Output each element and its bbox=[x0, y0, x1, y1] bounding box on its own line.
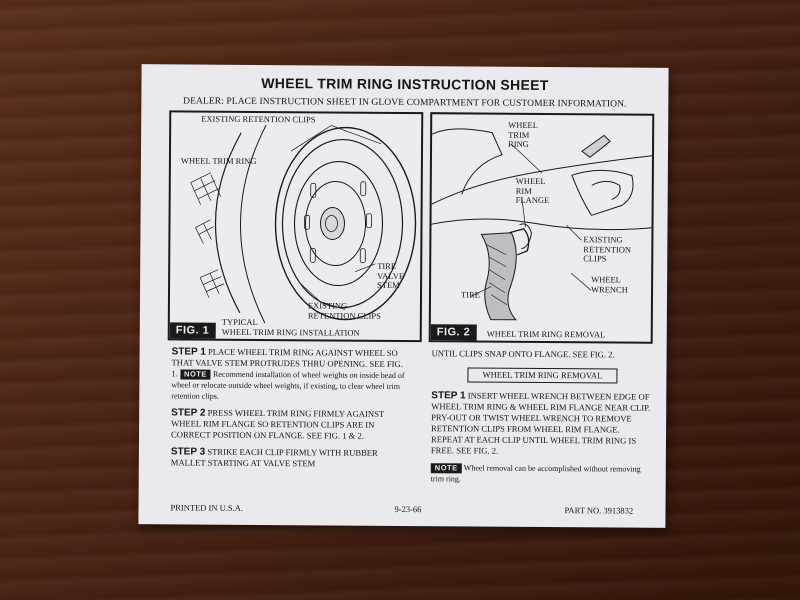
trim-ring-removal-illustration bbox=[431, 128, 653, 321]
figure-1-caption: TYPICAL WHEEL TRIM RING INSTALLATION bbox=[222, 317, 360, 338]
installation-steps: STEP 1 PLACE WHEEL TRIM RING AGAINST WHE… bbox=[171, 346, 407, 476]
label-wheel-trim-ring: WHEEL TRIM RING bbox=[180, 155, 257, 166]
install-step-2-label: STEP 2 bbox=[171, 407, 206, 419]
label-wheel-trim-ring-fig2: WHEEL TRIM RING bbox=[508, 119, 538, 149]
footer-part-number: PART NO. 3913832 bbox=[564, 505, 634, 516]
install-step-3-continued: UNTIL CLIPS SNAP ONTO FLANGE. SEE FIG. 2… bbox=[431, 348, 615, 360]
figure-2-tag: FIG. 2 bbox=[430, 324, 477, 341]
removal-step-1-label: STEP 1 bbox=[431, 390, 466, 402]
removal-note-badge: NOTE bbox=[430, 463, 462, 474]
install-step-3-label: STEP 3 bbox=[170, 446, 206, 458]
install-note-badge: NOTE bbox=[180, 369, 211, 380]
sheet-subtitle: DEALER: PLACE INSTRUCTION SHEET IN GLOVE… bbox=[183, 96, 627, 110]
label-existing-clips-top: EXISTING RETENTION CLIPS bbox=[201, 113, 316, 125]
install-step-1-label: STEP 1 bbox=[171, 346, 206, 358]
figure-1-caption-line2: WHEEL TRIM RING INSTALLATION bbox=[221, 326, 360, 338]
label-tire-valve-stem: TIRE VALVE STEM bbox=[377, 260, 405, 290]
instruction-sheet: WHEEL TRIM RING INSTRUCTION SHEET DEALER… bbox=[138, 64, 669, 528]
removal-step-1: STEP 1 INSERT WHEEL WRENCH BETWEEN EDGE … bbox=[431, 390, 653, 458]
removal-heading: WHEEL TRIM RING REMOVAL bbox=[467, 367, 618, 384]
figure-2-caption: WHEEL TRIM RING REMOVAL bbox=[486, 328, 606, 340]
install-step-3: STEP 3 STRIKE EACH CLIP FIRMLY WITH RUBB… bbox=[171, 446, 406, 470]
sheet-title: WHEEL TRIM RING INSTRUCTION SHEET bbox=[261, 75, 549, 94]
wheel-installation-illustration bbox=[190, 124, 417, 324]
removal-steps: UNTIL CLIPS SNAP ONTO FLANGE. SEE FIG. 2… bbox=[431, 348, 654, 492]
removal-note: NOTE Wheel removal can be accomplished w… bbox=[431, 462, 653, 486]
label-tire: TIRE bbox=[460, 289, 480, 300]
label-existing-retention-clips-fig2: EXISTING RETENTION CLIPS bbox=[583, 234, 632, 264]
install-step-1: STEP 1 PLACE WHEEL TRIM RING AGAINST WHE… bbox=[171, 346, 406, 403]
label-wheel-rim-flange: WHEEL RIM FLANGE bbox=[515, 175, 550, 206]
figure-1-installation: EXISTING RETENTION CLIPS WHEEL TRIM RING… bbox=[167, 110, 424, 343]
label-wheel-wrench: WHEEL WRENCH bbox=[591, 274, 628, 295]
figure-2-removal: WHEEL TRIM RING WHEEL RIM FLANGE EXISTIN… bbox=[428, 112, 655, 344]
install-step-2: STEP 2 PRESS WHEEL TRIM RING FIRMLY AGAI… bbox=[171, 407, 406, 442]
figure-1-tag: FIG. 1 bbox=[169, 322, 216, 339]
footer-printed: PRINTED IN U.S.A. bbox=[170, 502, 244, 513]
footer-date: 9-23-66 bbox=[394, 503, 422, 515]
removal-note-text: Wheel removal can be accomplished withou… bbox=[430, 463, 641, 484]
